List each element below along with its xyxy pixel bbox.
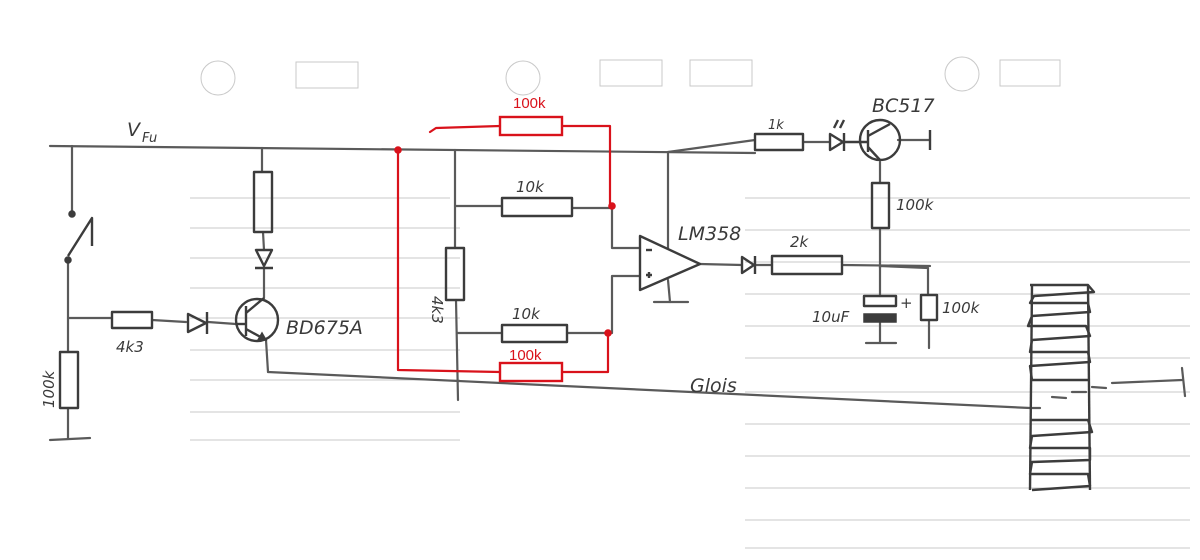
resistor-collector-bc517-label: 100k <box>896 196 935 214</box>
resistor-led-label: 1k <box>768 118 784 133</box>
red-junction-bottom <box>604 329 612 337</box>
diode-collector <box>254 248 274 270</box>
resistor-discharge-label: 100k <box>942 299 981 317</box>
opamp-lm358 <box>638 234 702 292</box>
red-junction-left <box>394 146 402 154</box>
led <box>828 119 846 152</box>
transistor-bc517-label: BC517 <box>872 95 935 117</box>
capacitor-plus-label: + <box>900 294 913 312</box>
capacitor-label: 10uF <box>812 308 850 326</box>
diode-base <box>186 312 209 334</box>
red-junction-top <box>608 202 616 210</box>
resistor-base-divider <box>58 350 80 410</box>
ground-rail-label: Glois <box>690 375 737 397</box>
transistor-bc517 <box>844 118 932 162</box>
resistor-feedback-top <box>500 196 574 218</box>
resistor-collector-bd675a <box>252 170 274 234</box>
resistor-divider-left <box>444 246 466 302</box>
resistor-base <box>110 310 154 330</box>
red-feedback-markup: 100k 100k <box>394 95 616 383</box>
resistor-led <box>753 132 805 152</box>
capacitor-10uf <box>862 294 898 323</box>
resistor-output-label: 2k <box>790 233 810 251</box>
components <box>58 118 1096 492</box>
red-resistor-bottom <box>498 361 564 383</box>
resistor-output <box>770 254 844 276</box>
diode-output <box>740 255 757 275</box>
labels: V Fu 100k 4k3 BD675A 4k3 10k 10k LM358 1… <box>40 95 981 408</box>
resistor-feedback-bottom <box>500 323 569 344</box>
resistor-discharge <box>919 293 939 322</box>
resistor-base-label: 4k3 <box>116 338 144 356</box>
transistor-bd675a <box>234 297 280 343</box>
supply-label: V <box>127 119 142 141</box>
supply-sub-label: Fu <box>142 131 157 146</box>
resistor-base-divider-label: 100k <box>40 369 58 408</box>
opamp-label: LM358 <box>678 223 741 245</box>
sensor-coil <box>1026 283 1096 492</box>
wiring <box>48 138 1187 442</box>
resistor-collector-bc517 <box>870 181 891 230</box>
push-switch <box>64 210 94 264</box>
transistor-bd675a-label: BD675A <box>286 317 363 339</box>
resistor-feedback-top-label: 10k <box>516 178 545 196</box>
resistor-divider-left-label: 4k3 <box>428 296 446 324</box>
resistor-feedback-bottom-label: 10k <box>512 305 541 323</box>
red-resistor-top <box>498 115 564 137</box>
red-resistor-bottom-label: 100k <box>509 347 542 364</box>
red-resistor-top-label: 100k <box>513 95 546 112</box>
